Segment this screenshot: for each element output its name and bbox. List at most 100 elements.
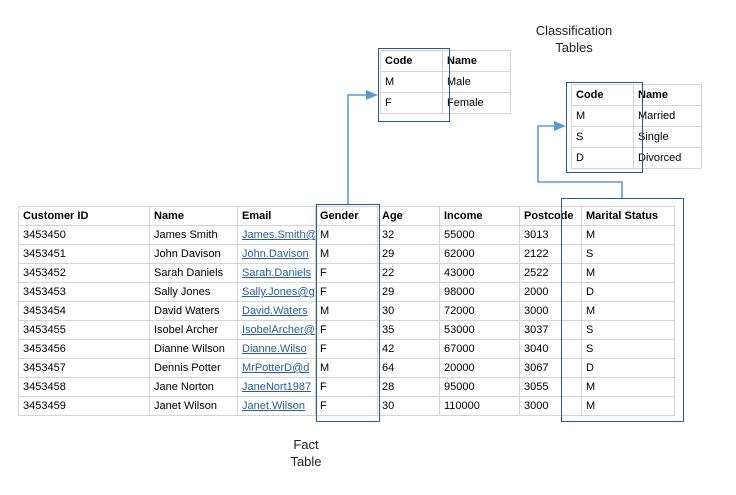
table-row: S Single: [571, 126, 702, 148]
cell-name: David Waters: [149, 301, 238, 321]
cell-name: John Davison: [149, 244, 238, 264]
cell-email[interactable]: Dianne.Wilso: [237, 339, 316, 359]
cell-customer-id: 3453453: [18, 282, 150, 302]
cell-name: Married: [633, 105, 702, 127]
column-header-name: Name: [149, 206, 238, 226]
cell-postcode: 2522: [519, 263, 582, 283]
cell-marital-status: S: [581, 320, 675, 340]
cell-postcode: 3037: [519, 320, 582, 340]
cell-marital-status: D: [581, 282, 675, 302]
cell-customer-id: 3453455: [18, 320, 150, 340]
table-row: F Female: [380, 92, 511, 114]
cell-postcode: 3040: [519, 339, 582, 359]
cell-age: 42: [377, 339, 440, 359]
email-link[interactable]: James.Smith@: [242, 229, 316, 241]
cell-email[interactable]: IsobelArcher@: [237, 320, 316, 340]
cell-gender: M: [315, 244, 378, 264]
cell-age: 64: [377, 358, 440, 378]
cell-postcode: 2000: [519, 282, 582, 302]
cell-income: 67000: [439, 339, 520, 359]
table-row: M Male: [380, 71, 511, 93]
cell-name: Jane Norton: [149, 377, 238, 397]
column-header-code: Code: [571, 84, 634, 106]
cell-name: Single: [633, 126, 702, 148]
cell-customer-id: 3453454: [18, 301, 150, 321]
cell-marital-status: M: [581, 377, 675, 397]
cell-age: 30: [377, 396, 440, 416]
cell-postcode: 3000: [519, 301, 582, 321]
cell-income: 95000: [439, 377, 520, 397]
cell-postcode: 3067: [519, 358, 582, 378]
cell-code: F: [380, 92, 443, 114]
cell-marital-status: D: [581, 358, 675, 378]
table-header-row: Code Name: [571, 84, 702, 106]
email-link[interactable]: MrPotterD@d: [242, 362, 310, 374]
cell-marital-status: M: [581, 396, 675, 416]
cell-gender: M: [315, 225, 378, 245]
table-row: D Divorced: [571, 147, 702, 169]
cell-postcode: 3013: [519, 225, 582, 245]
email-link[interactable]: Janet.Wilson: [242, 400, 305, 412]
cell-gender: F: [315, 320, 378, 340]
cell-email[interactable]: JaneNort1987: [237, 377, 316, 397]
cell-email[interactable]: Sally.Jones@g: [237, 282, 316, 302]
column-header-code: Code: [380, 50, 443, 72]
cell-email[interactable]: Sarah.Daniels: [237, 263, 316, 283]
cell-income: 55000: [439, 225, 520, 245]
table-header-row: Customer ID Name Email Gender Age Income…: [18, 206, 675, 226]
cell-age: 35: [377, 320, 440, 340]
cell-gender: F: [315, 377, 378, 397]
cell-postcode: 3055: [519, 377, 582, 397]
cell-code: S: [571, 126, 634, 148]
email-link[interactable]: John.Davison: [242, 248, 309, 260]
connector-gender-arrowhead: [366, 90, 378, 100]
cell-email[interactable]: Janet.Wilson: [237, 396, 316, 416]
table-header-row: Code Name: [380, 50, 511, 72]
gender-lookup-table: Code Name M Male F Female: [380, 50, 511, 114]
column-header-postcode: Postcode: [519, 206, 582, 226]
column-header-email: Email: [237, 206, 316, 226]
cell-postcode: 2122: [519, 244, 582, 264]
cell-email[interactable]: David.Waters: [237, 301, 316, 321]
column-header-marital-status: Marital Status: [581, 206, 675, 226]
cell-name: Dianne Wilson: [149, 339, 238, 359]
email-link[interactable]: JaneNort1987: [242, 381, 312, 393]
cell-code: M: [380, 71, 443, 93]
cell-code: M: [571, 105, 634, 127]
cell-gender: F: [315, 339, 378, 359]
cell-name: Dennis Potter: [149, 358, 238, 378]
cell-customer-id: 3453451: [18, 244, 150, 264]
cell-marital-status: S: [581, 244, 675, 264]
email-link[interactable]: Dianne.Wilso: [242, 343, 307, 355]
cell-customer-id: 3453457: [18, 358, 150, 378]
marital-status-lookup-table: Code Name M Married S Single D Divorced: [571, 84, 702, 169]
column-header-income: Income: [439, 206, 520, 226]
email-link[interactable]: Sarah.Daniels: [242, 267, 312, 279]
email-link[interactable]: IsobelArcher@: [242, 324, 315, 336]
fact-table-caption: Fact Table: [290, 437, 322, 469]
email-link[interactable]: David.Waters: [242, 305, 308, 317]
email-link[interactable]: Sally.Jones@g: [242, 286, 315, 298]
cell-age: 32: [377, 225, 440, 245]
cell-income: 72000: [439, 301, 520, 321]
column-header-age: Age: [377, 206, 440, 226]
cell-name: Isobel Archer: [149, 320, 238, 340]
cell-email[interactable]: John.Davison: [237, 244, 316, 264]
cell-income: 43000: [439, 263, 520, 283]
cell-email[interactable]: MrPotterD@d: [237, 358, 316, 378]
fact-table: Customer ID Name Email Gender Age Income…: [18, 206, 675, 416]
cell-email[interactable]: James.Smith@: [237, 225, 316, 245]
cell-income: 53000: [439, 320, 520, 340]
cell-income: 98000: [439, 282, 520, 302]
cell-age: 22: [377, 263, 440, 283]
cell-gender: F: [315, 396, 378, 416]
cell-gender: F: [315, 263, 378, 283]
cell-marital-status: M: [581, 225, 675, 245]
cell-customer-id: 3453452: [18, 263, 150, 283]
cell-gender: M: [315, 301, 378, 321]
cell-customer-id: 3453459: [18, 396, 150, 416]
cell-name: Janet Wilson: [149, 396, 238, 416]
